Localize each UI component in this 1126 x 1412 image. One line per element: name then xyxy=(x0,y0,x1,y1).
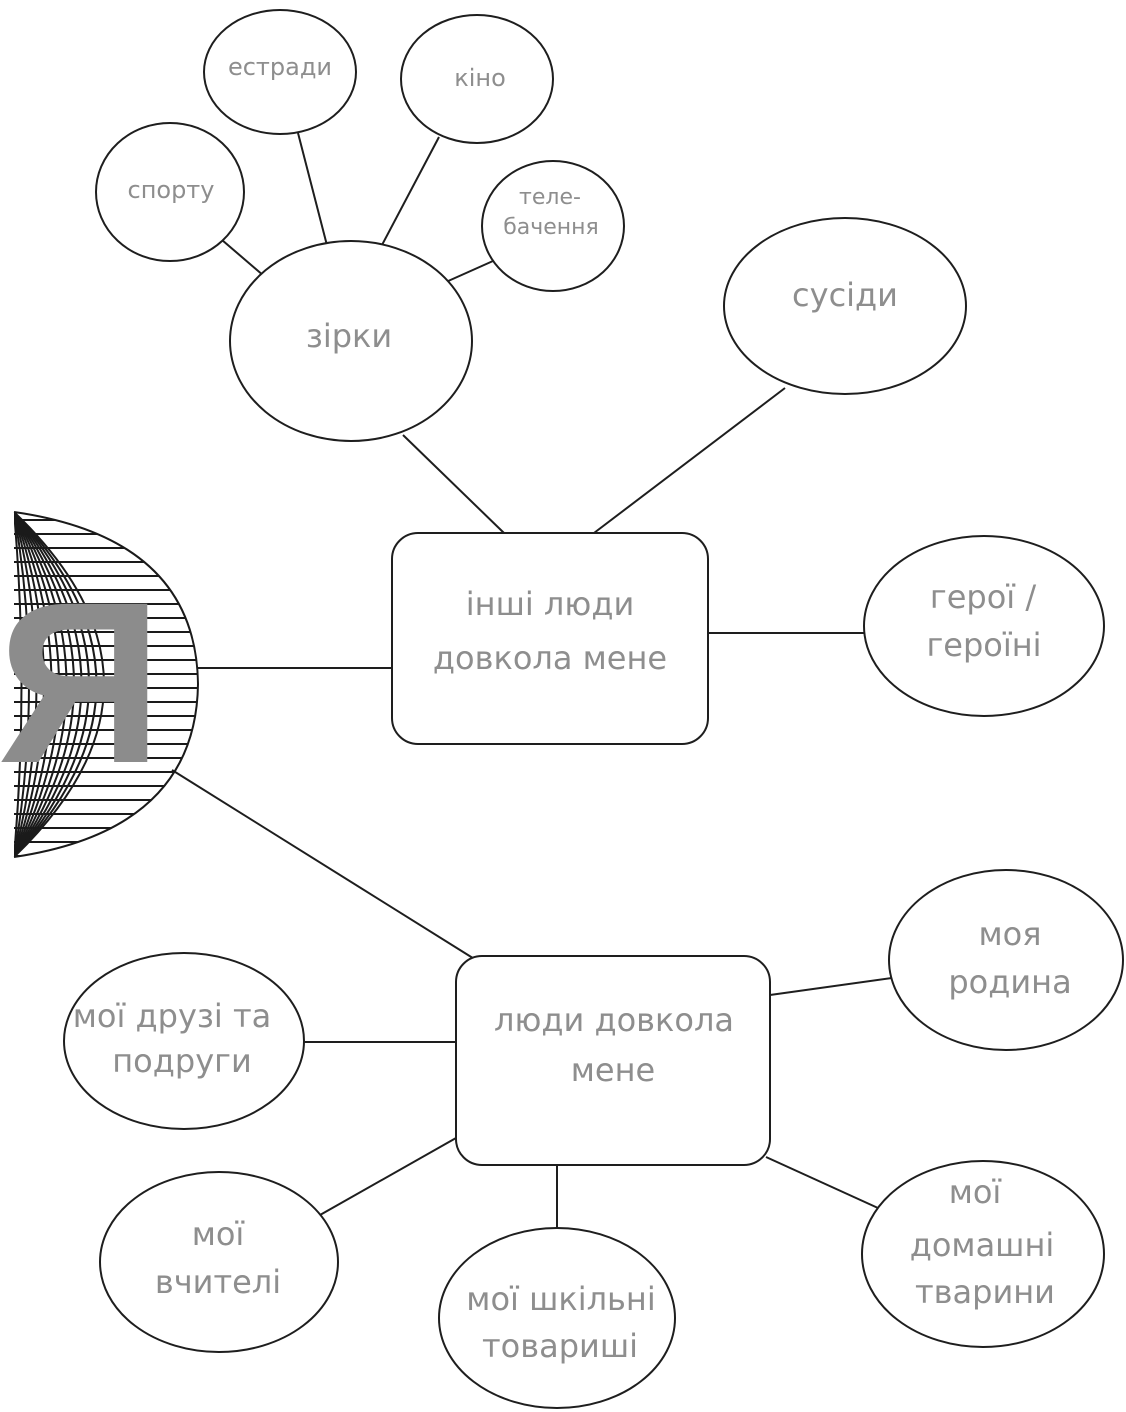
family-label-2: родина xyxy=(948,963,1071,1001)
node-classmates: мої шкільні товариші xyxy=(438,1227,676,1409)
node-family: моя родина xyxy=(888,869,1124,1051)
teachers-label-1: мої xyxy=(192,1215,246,1253)
node-sport: спорту xyxy=(95,122,245,262)
tv-label-2: бачення xyxy=(503,215,599,240)
sport-label: спорту xyxy=(128,176,215,204)
stars-bubble xyxy=(229,240,473,442)
globe-meridian xyxy=(14,512,23,857)
edge-others-neighbors xyxy=(593,387,786,534)
node-friends: мої друзі та подруги xyxy=(63,952,305,1130)
estrada-bubble xyxy=(203,9,357,135)
family-bubble xyxy=(888,869,1124,1051)
globe-meridian xyxy=(14,512,45,857)
pets-label-1: мої xyxy=(949,1173,1003,1211)
node-estrada: естради xyxy=(203,9,357,135)
globe-outline xyxy=(13,511,200,858)
globe-letter: Я xyxy=(0,554,163,811)
node-teachers: мої вчителі xyxy=(99,1171,339,1353)
friends-label-2: подруги xyxy=(112,1042,251,1080)
people-hub-label-1: люди довкола xyxy=(494,1001,734,1039)
heroes-label-2: героїні xyxy=(926,626,1041,664)
stars-label: зірки xyxy=(306,317,392,355)
teachers-label-2: вчителі xyxy=(155,1263,281,1301)
kino-label: кіно xyxy=(454,64,506,92)
edge-others-stars xyxy=(402,434,505,534)
globe-meridian xyxy=(14,512,38,857)
globe-icon: Я xyxy=(0,511,200,858)
globe-meridian xyxy=(14,512,68,857)
teachers-bubble xyxy=(99,1171,339,1353)
edge-globe-people xyxy=(171,769,477,961)
pets-label-3: тварини xyxy=(915,1273,1055,1311)
heroes-bubble xyxy=(863,535,1105,717)
node-stars: зірки xyxy=(229,240,473,442)
neighbors-label: сусіди xyxy=(792,276,898,314)
tv-bubble xyxy=(481,160,625,292)
pets-label-2: домашні xyxy=(910,1226,1055,1264)
pets-bubble xyxy=(861,1160,1105,1348)
neighbors-bubble xyxy=(723,217,967,395)
globe-meridian xyxy=(14,512,30,857)
edge-people-teachers xyxy=(319,1137,457,1216)
others-hub-label-2: довкола мене xyxy=(433,639,667,677)
others-hub-label-1: інші люди xyxy=(466,585,634,623)
edge-stars-kino xyxy=(372,136,440,263)
edge-stars-estrada xyxy=(297,132,331,258)
node-people-hub: люди довкола мене xyxy=(455,955,771,1166)
tv-label-1: теле- xyxy=(519,185,581,210)
globe-meridian xyxy=(14,512,75,857)
friends-label-1: мої друзі та xyxy=(73,997,271,1035)
node-kino: кіно xyxy=(400,14,554,144)
others-hub-box xyxy=(391,532,709,745)
people-hub-label-2: мене xyxy=(571,1051,655,1089)
globe-meridian xyxy=(14,512,105,857)
node-pets: мої домашні тварини xyxy=(861,1160,1105,1348)
classmates-bubble xyxy=(438,1227,676,1409)
friends-bubble xyxy=(63,952,305,1130)
people-hub-box xyxy=(455,955,771,1166)
globe-meridian xyxy=(14,512,98,857)
family-label-1: моя xyxy=(979,915,1042,953)
estrada-label: естради xyxy=(228,53,332,81)
globe-meridian xyxy=(14,512,53,857)
classmates-label-1: мої шкільні xyxy=(466,1280,655,1318)
edge-people-family xyxy=(769,977,893,996)
node-tv: теле- бачення xyxy=(481,160,625,292)
globe-meridian xyxy=(14,512,83,857)
globe-meridian xyxy=(14,512,60,857)
kino-bubble xyxy=(400,14,554,144)
globe-meridian xyxy=(14,512,90,857)
node-others-hub: інші люди довкола мене xyxy=(391,532,709,745)
heroes-label-1: герої / xyxy=(930,578,1036,616)
sport-bubble xyxy=(95,122,245,262)
node-heroes: герої / героїні xyxy=(863,535,1105,717)
node-neighbors: сусіди xyxy=(723,217,967,395)
edge-people-pets xyxy=(765,1156,879,1209)
classmates-label-2: товариші xyxy=(482,1327,638,1365)
